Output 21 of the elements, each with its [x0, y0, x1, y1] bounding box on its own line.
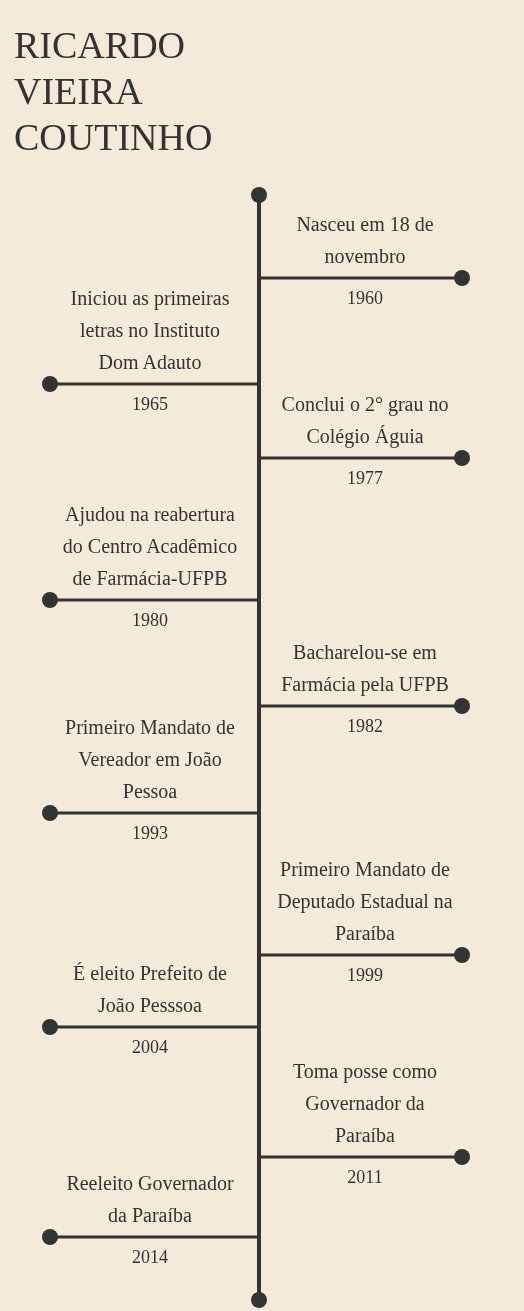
- event-text: Primeiro Mandato de Vereador em João Pessoa: [58, 711, 242, 807]
- year-label: 2004: [131, 1037, 169, 1058]
- event-text: Reeleito Governador da Paraíba: [58, 1167, 242, 1231]
- year-label: 1999: [346, 965, 384, 986]
- year-label: 1965: [131, 394, 169, 415]
- event-text: Conclui o 2° grau no Colégio Águia: [273, 388, 457, 452]
- event-text: Ajudou na reabertura do Centro Acadêmico de Farmácia-UFPB: [58, 498, 242, 594]
- year-label: 1960: [346, 288, 384, 309]
- year-label: 1982: [346, 716, 384, 737]
- year-label: 1980: [131, 610, 169, 631]
- year-label: 2014: [131, 1247, 169, 1268]
- event-text: Toma posse como Governador da Paraíba: [273, 1055, 457, 1151]
- year-label: 1993: [131, 823, 169, 844]
- event-text: É eleito Prefeito de João Pesssoa: [58, 957, 242, 1021]
- event-text: Iniciou as primeiras letras no Instituto Dom Adauto: [58, 282, 242, 378]
- event-text: Primeiro Mandato de Deputado Estadual na Paraíba: [273, 853, 457, 949]
- year-label: 2011: [346, 1167, 384, 1188]
- event-text: Nasceu em 18 de novembro: [273, 208, 457, 272]
- event-text: Bacharelou-se em Farmácia pela UFPB: [273, 636, 457, 700]
- year-label: 1977: [346, 468, 384, 489]
- timeline-title: RICARDO VIEIRA COUTINHO: [14, 23, 214, 160]
